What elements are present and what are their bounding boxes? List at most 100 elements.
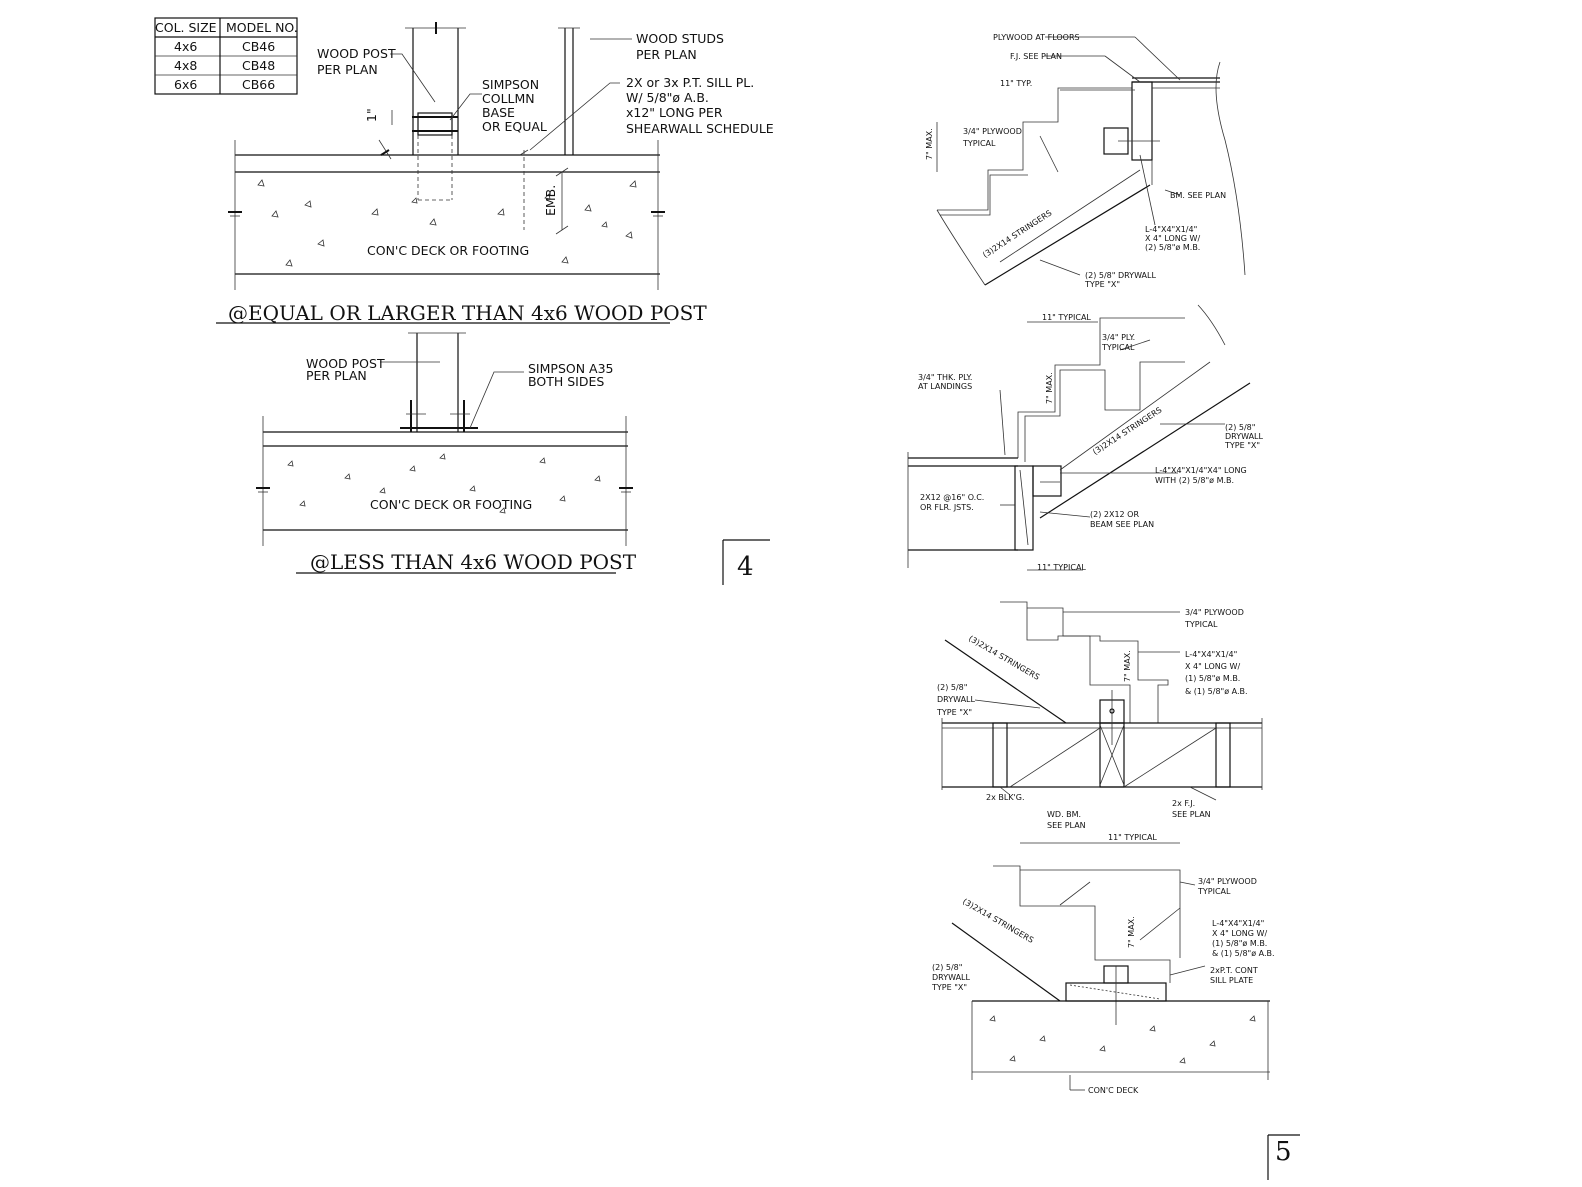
table-cell: CB48 <box>242 58 275 73</box>
detail-number: 4 <box>737 552 754 582</box>
label-fj: F.J. SEE PLAN <box>1010 52 1062 61</box>
stair-detail-4: 11" TYPICAL 3/4" PLYWOOD TYPICAL (3)2X14… <box>931 833 1275 1095</box>
label-beam: (2) 2X12 OR <box>1090 510 1139 519</box>
stair-detail-1: PLYWOOD AT FLOORS F.J. SEE PLAN 11" TYP.… <box>925 33 1246 289</box>
label-angle: X 4" LONG W/ <box>1145 234 1200 243</box>
label-floor-joist: 2x F.J. <box>1172 799 1195 808</box>
label-drywall: TYPE "X" <box>1224 441 1260 450</box>
label-sill-plate: SILL PLATE <box>1210 976 1253 985</box>
label-sill-plate: 2xP.T. CONT <box>1210 966 1258 975</box>
detail-title-upper: @EQUAL OR LARGER THAN 4x6 WOOD POST <box>228 301 707 325</box>
label-angle: & (1) 5/8"ø A.B. <box>1185 687 1248 696</box>
dim-1in: 1" <box>364 108 379 122</box>
label-drywall: (2) 5/8" <box>932 963 962 972</box>
label-simpson: COLLMN <box>482 91 535 106</box>
label-stringers: (3)2X14 STRINGERS <box>967 634 1041 682</box>
label-joists: 2X12 @16" O.C. <box>920 493 984 502</box>
label-concrete-deck: CON'C DECK OR FOOTING <box>370 497 532 512</box>
dim-max: 7" MAX. <box>1127 916 1136 948</box>
label-ply: TYPICAL <box>1101 343 1135 352</box>
label-landings: 3/4" THK. PLY. <box>918 373 972 382</box>
label-wood-post: WOOD POST <box>317 46 396 61</box>
table-cell: 4x6 <box>174 39 197 54</box>
detail-number-box-5: 5 <box>1267 1134 1300 1180</box>
label-joists: OR FLR. JSTS. <box>920 503 974 512</box>
label-plywood: TYPICAL <box>1197 887 1231 896</box>
label-drywall: TYPE "X" <box>931 983 967 992</box>
label-plywood: 3/4" PLYWOOD <box>1198 877 1257 886</box>
stair-detail-3: 11" TYPICAL 3/4" PLYWOOD TYPICAL (3)2X14… <box>936 563 1263 830</box>
label-angle: (2) 5/8"ø M.B. <box>1145 243 1200 252</box>
label-wood-post: WOOD POST <box>306 356 385 371</box>
label-floor-joist: SEE PLAN <box>1172 810 1211 819</box>
table-header-model-no: MODEL NO. <box>226 20 298 35</box>
label-sill-plate: 2X or 3x P.T. SILL PL. <box>626 75 754 90</box>
label-wood-post: PER PLAN <box>317 62 378 77</box>
label-angle: (1) 5/8"ø M.B. <box>1185 674 1240 683</box>
label-plywood: 3/4" PLYWOOD <box>1185 608 1244 617</box>
dim-typ: 11" TYPICAL <box>1042 313 1091 322</box>
table-header-col-size: COL. SIZE <box>155 20 217 35</box>
label-wood-beam: WD. BM. <box>1047 810 1081 819</box>
dim-typ: 11" TYP. <box>1000 79 1032 88</box>
label-drywall: DRYWALL <box>937 695 975 704</box>
label-angle: & (1) 5/8"ø A.B. <box>1212 949 1275 958</box>
label-angle: L-4"X4"X1/4"X4" LONG <box>1155 466 1247 475</box>
detail-column-base-upper: WOOD POST PER PLAN SIMPSON COLLMN BASE O… <box>216 22 774 325</box>
label-sill-plate: x12" LONG PER <box>626 105 723 120</box>
label-angle: X 4" LONG W/ <box>1212 929 1267 938</box>
label-blocking: 2x BLK'G. <box>986 793 1025 802</box>
label-angle: L-4"X4"X1/4" <box>1212 919 1264 928</box>
label-stringers: (3)2X14 STRINGERS <box>1091 405 1163 456</box>
label-drywall: TYPE "X" <box>1084 280 1120 289</box>
dim-typ: 11" TYPICAL <box>1037 563 1086 572</box>
label-concrete-deck: CON'C DECK <box>1088 1086 1139 1095</box>
label-beam: BEAM SEE PLAN <box>1090 520 1154 529</box>
label-simpson: OR EQUAL <box>482 119 547 134</box>
label-simpson-a35: BOTH SIDES <box>528 374 604 389</box>
label-drywall: DRYWALL <box>932 973 970 982</box>
label-simpson-a35: SIMPSON A35 <box>528 361 614 376</box>
label-wood-post: PER PLAN <box>306 368 367 383</box>
detail-title-lower: @LESS THAN 4x6 WOOD POST <box>310 550 637 574</box>
label-wood-studs: WOOD STUDS <box>636 31 724 46</box>
label-ply: 3/4" PLY. <box>1102 333 1135 342</box>
dim-max: 7" MAX. <box>1045 372 1054 404</box>
label-sill-plate: SHEARWALL SCHEDULE <box>626 121 774 136</box>
label-drywall: (2) 5/8" <box>1225 423 1255 432</box>
detail-number-box-4: 4 <box>722 539 770 585</box>
dim-emb: EMB. <box>543 185 558 216</box>
dim-max: 7" MAX. <box>1123 650 1132 682</box>
label-angle: WITH (2) 5/8"ø M.B. <box>1155 476 1234 485</box>
table-cell: CB46 <box>242 39 275 54</box>
label-beam: BM. SEE PLAN <box>1170 191 1226 200</box>
label-plywood: TYPICAL <box>1184 620 1218 629</box>
label-wood-studs: PER PLAN <box>636 47 697 62</box>
label-sill-plate: W/ 5/8"ø A.B. <box>626 90 709 105</box>
label-drywall: (2) 5/8" DRYWALL <box>1085 271 1156 280</box>
label-drywall: DRYWALL <box>1225 432 1263 441</box>
label-simpson: BASE <box>482 105 515 120</box>
stair-detail-2: 11" TYPICAL 3/4" PLY. TYPICAL 3/4" THK. … <box>907 304 1263 568</box>
label-drywall: (2) 5/8" <box>937 683 967 692</box>
label-landings: AT LANDINGS <box>918 382 972 391</box>
label-wood-beam: SEE PLAN <box>1047 821 1086 830</box>
table-cell: 4x8 <box>174 58 197 73</box>
label-angle: X 4" LONG W/ <box>1185 662 1240 671</box>
detail-column-base-lower: WOOD POST PER PLAN SIMPSON A35 BOTH SIDE… <box>256 332 637 574</box>
label-plywood: 3/4" PLYWOOD <box>963 127 1022 136</box>
label-angle: L-4"X4"X1/4" <box>1185 650 1237 659</box>
dim-max: 7" MAX. <box>925 128 934 160</box>
dim-typ: 11" TYPICAL <box>1108 833 1157 842</box>
label-angle: L-4"X4"X1/4" <box>1145 225 1197 234</box>
label-angle: (1) 5/8"ø M.B. <box>1212 939 1267 948</box>
column-base-table: COL. SIZE MODEL NO. 4x6 CB46 4x8 CB48 6x… <box>154 17 298 95</box>
table-cell: CB66 <box>242 77 275 92</box>
label-drywall: TYPE "X" <box>936 708 972 717</box>
label-simpson: SIMPSON <box>482 77 539 92</box>
label-concrete-deck: CON'C DECK OR FOOTING <box>367 243 529 258</box>
label-plywood: TYPICAL <box>962 139 996 148</box>
table-cell: 6x6 <box>174 77 197 92</box>
detail-number: 5 <box>1275 1137 1292 1167</box>
